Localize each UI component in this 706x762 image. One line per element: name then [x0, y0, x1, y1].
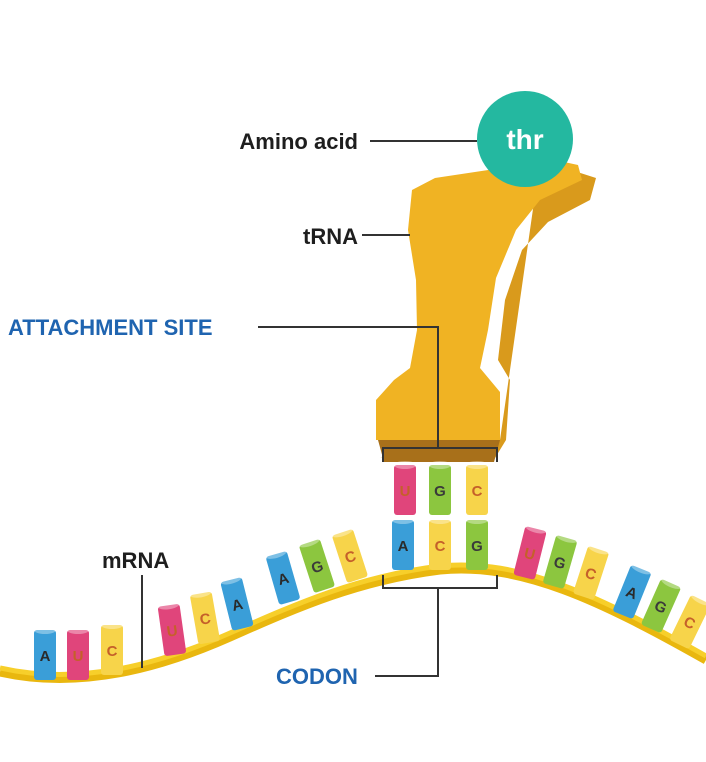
codon-base: C [429, 516, 451, 570]
mrna-base: C [573, 542, 611, 600]
base-cap [466, 516, 488, 524]
base-letter: C [107, 643, 118, 660]
codon-base: A [392, 516, 414, 570]
base-cap [101, 621, 123, 629]
codon-leader-line [375, 588, 438, 676]
anticodon-bases: UGC [394, 461, 488, 515]
trna-label: tRNA [303, 224, 358, 249]
base-letter: G [434, 483, 446, 500]
base-cap [67, 626, 89, 634]
mrna-label: mRNA [102, 548, 169, 573]
mrna-base: U [67, 626, 89, 680]
anticodon-base: U [394, 461, 416, 515]
base-letter: C [472, 483, 483, 500]
mrna-base: G [298, 535, 336, 593]
mrna-base: A [219, 573, 253, 631]
anticodon-base: G [429, 461, 451, 515]
mrna-base: C [101, 621, 123, 675]
codon-bases: ACG [392, 516, 488, 570]
anticodon-base: C [466, 461, 488, 515]
base-cap [394, 461, 416, 469]
base-letter: U [73, 648, 84, 665]
mrna-base: G [543, 531, 579, 589]
base-letter: A [40, 648, 51, 665]
base-cap [466, 461, 488, 469]
codon-base: G [466, 516, 488, 570]
mrna-base: A [264, 547, 300, 605]
codon-label: CODON [276, 664, 358, 689]
amino-acid-label: Amino acid [239, 129, 358, 154]
amino-acid-name: thr [506, 124, 543, 155]
base-cap [429, 516, 451, 524]
base-cap [429, 461, 451, 469]
mrna-base: C [331, 525, 369, 583]
base-cap [34, 626, 56, 634]
base-cap [392, 516, 414, 524]
mrna-base: U [157, 600, 186, 657]
trna-molecule [376, 160, 596, 462]
attachment-site-label: ATTACHMENT SITE [8, 315, 213, 340]
mrna-base: A [34, 626, 56, 680]
amino-acid: thr [477, 91, 573, 187]
base-letter: C [435, 538, 446, 555]
mrna-base: C [189, 588, 220, 645]
base-letter: A [398, 538, 409, 555]
mrna-base: U [513, 522, 547, 580]
base-letter: G [471, 538, 483, 555]
base-letter: U [400, 483, 411, 500]
